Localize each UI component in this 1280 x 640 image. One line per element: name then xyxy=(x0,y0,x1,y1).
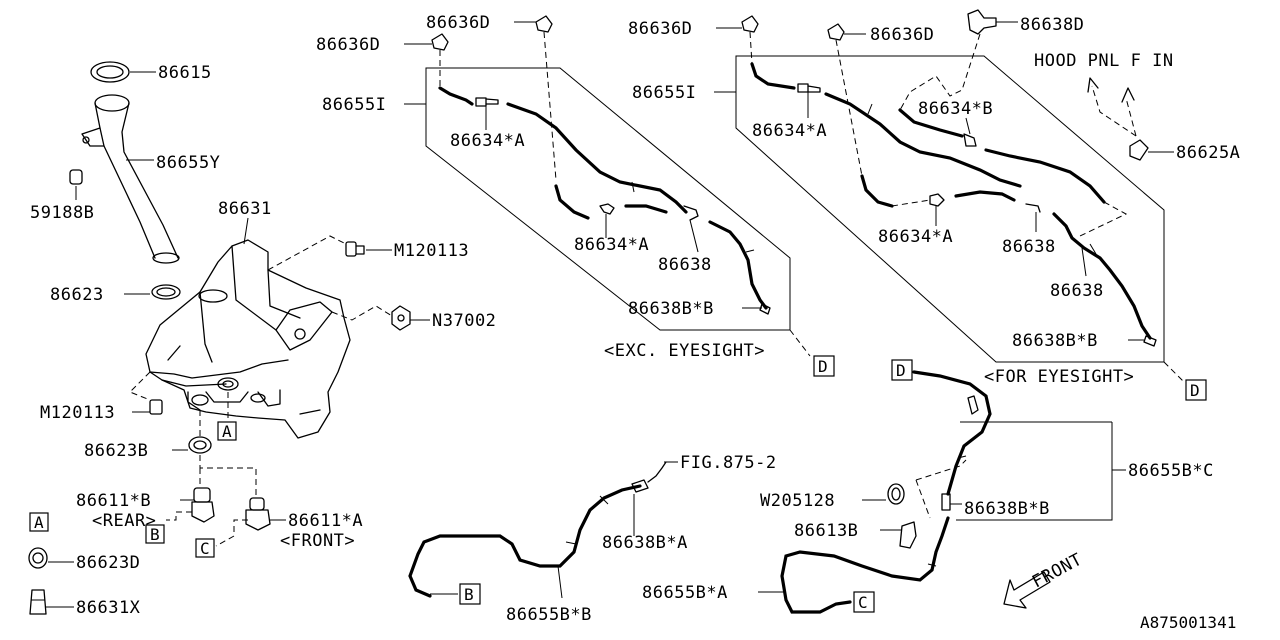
ref-box-A-legend: A xyxy=(29,512,49,532)
filler-neck-part xyxy=(81,94,180,264)
label-86611B: 86611*B xyxy=(76,491,151,511)
label-86638BA: 86638B*A xyxy=(602,533,688,553)
for-eyesight-frame xyxy=(714,55,1185,383)
label-N37002: N37002 xyxy=(432,311,496,331)
label-for-86625A: 86625A xyxy=(1176,143,1240,163)
rear-hose-86655BB xyxy=(408,461,678,599)
label-for-86638-a: 86638 xyxy=(1002,237,1056,257)
label-for-86634A-top: 86634*A xyxy=(752,121,827,141)
label-M120113-top: M120113 xyxy=(394,241,469,261)
clip-86625A-part xyxy=(1129,139,1174,161)
label-for-86634A-bot: 86634*A xyxy=(878,227,953,247)
label-for-eyesight: <FOR EYESIGHT> xyxy=(984,367,1134,387)
label-hood: HOOD PNL F IN xyxy=(1034,51,1174,71)
ref-A-legend-text: A xyxy=(34,513,44,532)
label-86615: 86615 xyxy=(158,63,212,83)
hood-arrows xyxy=(1087,77,1137,137)
ref-B-pump-text: B xyxy=(150,525,160,544)
pump-front-part xyxy=(215,497,286,547)
bolt-59188B-part xyxy=(69,169,83,200)
filler-cap-part xyxy=(90,61,156,83)
exc-eyesight-frame xyxy=(404,67,811,357)
ref-D-exc-text: D xyxy=(818,357,828,376)
for-washer-hose xyxy=(750,62,1157,347)
label-exc-86638BB: 86638B*B xyxy=(628,299,714,319)
ref-D-lower-text: D xyxy=(896,361,906,380)
ref-box-D-lower: D xyxy=(891,359,913,381)
for-camera-nozzle-part xyxy=(899,9,1018,111)
label-exc-eyesight: <EXC. EYESIGHT> xyxy=(604,341,765,361)
label-exc-86655I: 86655I xyxy=(322,95,386,115)
connector-W205128-part xyxy=(862,483,905,505)
label-86655Y: 86655Y xyxy=(156,153,220,173)
filter-86631X-part xyxy=(29,589,74,615)
ref-C-hose-text: C xyxy=(858,593,868,612)
ref-box-C-hose: C xyxy=(853,591,875,613)
bolt-M120113-top-part xyxy=(267,235,392,271)
label-for-86634B: 86634*B xyxy=(918,99,993,119)
ref-box-D-exc: D xyxy=(813,355,835,377)
for-nozzle-left-part xyxy=(716,15,759,65)
label-exc-86638: 86638 xyxy=(658,255,712,275)
ref-box-C-pump: C xyxy=(195,538,215,558)
label-exc-86634A-bot: 86634*A xyxy=(574,235,649,255)
label-front: <FRONT> xyxy=(280,531,355,551)
label-86623D: 86623D xyxy=(76,553,140,573)
ref-A-tank-text: A xyxy=(222,422,232,441)
bolt-M120113-left-part xyxy=(129,371,163,415)
label-r-86638BB: 86638B*B xyxy=(964,499,1050,519)
label-for-86638D: 86638D xyxy=(1020,15,1084,35)
front-dashed-links xyxy=(915,459,967,519)
exc-nozzle-left-part xyxy=(404,33,449,88)
label-exc-86634A-top: 86634*A xyxy=(450,131,525,151)
label-exc-86636D-b: 86636D xyxy=(316,35,380,55)
ref-box-B-pump: B xyxy=(145,524,165,544)
pump-rear-part xyxy=(166,468,215,523)
label-86623: 86623 xyxy=(50,285,104,305)
label-fig: FIG.875-2 xyxy=(680,453,777,473)
label-86613B: 86613B xyxy=(794,521,858,541)
label-86655BA: 86655B*A xyxy=(642,583,728,603)
ref-C-pump-text: C xyxy=(200,539,210,558)
ref-box-B-hose: B xyxy=(459,583,481,605)
label-59188B: 59188B xyxy=(30,203,94,223)
valve-86613B-part xyxy=(880,521,917,549)
for-nozzle-mid-part xyxy=(827,23,866,177)
label-W205128: W205128 xyxy=(760,491,835,511)
label-86631: 86631 xyxy=(218,199,272,219)
grommet-86623D-part xyxy=(28,547,74,569)
label-front-arrow: FRONT xyxy=(1029,550,1086,593)
label-for-86638BB: 86638B*B xyxy=(1012,331,1098,351)
for-leaders xyxy=(807,92,1144,341)
label-86623B: 86623B xyxy=(84,441,148,461)
diagram-id: A875001341 xyxy=(1140,613,1236,632)
exc-washer-hose xyxy=(438,86,771,315)
front-hose-86655BC xyxy=(780,370,1126,614)
label-86611A: 86611*A xyxy=(288,511,363,531)
label-for-86636D-b: 86636D xyxy=(870,25,934,45)
label-rear: <REAR> xyxy=(92,511,156,531)
exc-leaders xyxy=(485,106,762,309)
grommet-86623-part xyxy=(124,284,181,300)
label-86631X: 86631X xyxy=(76,598,141,618)
label-86655BB: 86655B*B xyxy=(506,605,592,625)
ref-D-for-text: D xyxy=(1190,381,1200,400)
grommet-86623B-part xyxy=(172,392,257,496)
exc-nozzle-right-part xyxy=(514,15,557,181)
label-for-86636D-a: 86636D xyxy=(628,19,692,39)
hollow-arrow-icon xyxy=(1003,571,1051,609)
label-for-86638-b: 86638 xyxy=(1050,281,1104,301)
ref-box-D-for: D xyxy=(1185,379,1207,401)
clip-N37002-part xyxy=(331,305,430,331)
ref-B-hose-text: B xyxy=(464,585,474,604)
label-86655BC: 86655B*C xyxy=(1128,461,1214,481)
for-dashed-links xyxy=(891,199,1128,237)
label-M120113-left: M120113 xyxy=(40,403,115,423)
label-for-86655I: 86655I xyxy=(632,83,696,103)
label-exc-86636D-a: 86636D xyxy=(426,13,490,33)
ref-box-A-tank: A xyxy=(217,421,237,441)
washer-tank-part xyxy=(145,217,351,439)
